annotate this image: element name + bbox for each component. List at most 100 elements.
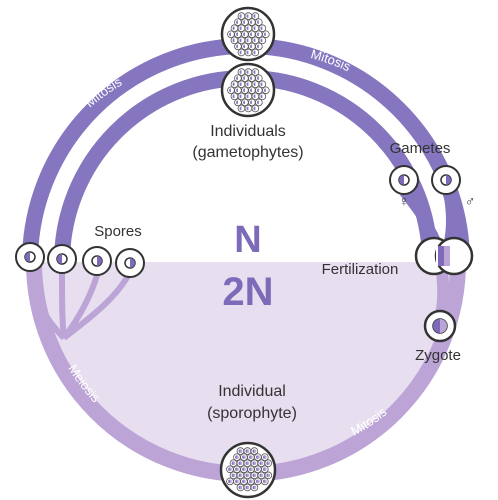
small-cell-nucleus (247, 449, 250, 453)
small-cell-nucleus (238, 461, 241, 466)
small-cell-nucleus (246, 26, 249, 31)
small-cell (230, 80, 239, 88)
small-cell-nucleus (240, 485, 243, 490)
haploid-label: N (234, 219, 261, 261)
small-cell (237, 92, 246, 101)
small-cell-nucleus (253, 26, 256, 31)
small-cell-nucleus (245, 461, 248, 466)
small-cell-nucleus (240, 449, 243, 453)
small-cell-nucleus (250, 88, 252, 93)
small-cell-nucleus (250, 467, 253, 472)
small-cell-nucleus (253, 70, 256, 74)
small-cell-nucleus (235, 467, 237, 472)
small-cell-nucleus (252, 473, 255, 478)
small-cell-nucleus (253, 38, 256, 43)
zygote-label: Zygote (415, 347, 461, 364)
sporophyte-cell (219, 441, 277, 499)
small-cell-nucleus (253, 50, 256, 55)
small-cell (251, 48, 260, 57)
small-cell-nucleus (232, 94, 235, 99)
small-cell (244, 48, 253, 57)
small-cell (237, 68, 246, 76)
small-cell-nucleus (236, 76, 238, 80)
small-cell-nucleus (236, 88, 238, 93)
small-cell-nucleus (238, 449, 241, 453)
small-cell-nucleus (249, 455, 251, 459)
small-cell-nucleus (260, 94, 263, 99)
small-cell-nucleus (256, 32, 259, 37)
small-cell (230, 24, 239, 32)
small-cell-nucleus (243, 76, 245, 80)
small-cell-nucleus (247, 473, 250, 478)
small-cell-nucleus (243, 32, 245, 37)
small-cell-nucleus (236, 20, 238, 24)
small-cell (237, 48, 246, 57)
small-cell-nucleus (229, 479, 232, 484)
small-cell (237, 104, 246, 113)
small-cell-nucleus (268, 461, 271, 466)
gametes-label: Gametes (390, 140, 451, 157)
small-cell (237, 80, 246, 88)
small-cell-nucleus (266, 473, 269, 478)
small-cell-nucleus (250, 76, 252, 80)
sporophyte-label-line1: Individual (218, 383, 286, 400)
small-cell-nucleus (229, 32, 231, 37)
small-cell-nucleus (257, 467, 260, 472)
small-cell-nucleus (256, 88, 259, 93)
small-cell-nucleus (232, 26, 235, 31)
small-cell-nucleus (232, 82, 235, 87)
small-cell-nucleus (259, 473, 262, 478)
small-cell-nucleus (246, 50, 249, 55)
small-cell (244, 80, 253, 88)
small-cell-nucleus (262, 479, 265, 484)
small-cell-nucleus (235, 455, 237, 459)
small-cell-nucleus (236, 44, 238, 49)
small-cell-nucleus (256, 44, 259, 49)
gametophytes-label-line1: Individuals (210, 123, 286, 140)
fertilization-cell (414, 236, 474, 276)
small-cell-nucleus (249, 467, 251, 472)
spores-label: Spores (94, 223, 142, 240)
small-cell-nucleus (264, 467, 267, 472)
small-cell-nucleus (255, 455, 258, 459)
small-cell (251, 68, 260, 76)
small-cell-nucleus (239, 106, 242, 111)
small-cell-nucleus (246, 14, 249, 18)
small-cell-nucleus (242, 455, 244, 459)
small-cell-nucleus (239, 82, 242, 87)
small-cell (244, 36, 253, 45)
small-cell (244, 12, 253, 20)
small-cell-nucleus (262, 467, 265, 472)
small-cell-nucleus (252, 485, 255, 490)
small-cell-nucleus (263, 88, 266, 93)
small-cell (251, 12, 260, 20)
male-symbol: ♂ (465, 193, 476, 209)
small-cell-nucleus (260, 38, 263, 43)
small-cell (237, 12, 246, 20)
small-cell-nucleus (245, 473, 248, 478)
small-cell-nucleus (250, 479, 253, 484)
small-cell-nucleus (239, 26, 242, 31)
small-cell-nucleus (261, 461, 264, 466)
small-cell-nucleus (253, 14, 256, 18)
small-cell-nucleus (246, 94, 249, 99)
small-cell-nucleus (239, 38, 242, 43)
small-cell-nucleus (243, 467, 246, 472)
small-cell-nucleus (255, 467, 258, 472)
small-cell-nucleus (228, 479, 230, 484)
small-cell (244, 68, 253, 76)
small-cell (251, 104, 260, 113)
fertilization-label: Fertilization (322, 261, 399, 278)
small-cell-nucleus (243, 20, 245, 24)
small-cell-nucleus (242, 479, 244, 484)
small-cell-nucleus (253, 106, 256, 111)
gametophytes-label-line2: (gametophytes) (192, 144, 303, 161)
small-cell-nucleus (254, 449, 257, 453)
small-cell-nucleus (256, 100, 259, 105)
small-cell-nucleus (253, 82, 256, 87)
small-cell (251, 36, 260, 45)
small-cell-nucleus (254, 473, 257, 478)
small-cell-nucleus (255, 479, 258, 484)
small-cell-nucleus (252, 449, 255, 453)
